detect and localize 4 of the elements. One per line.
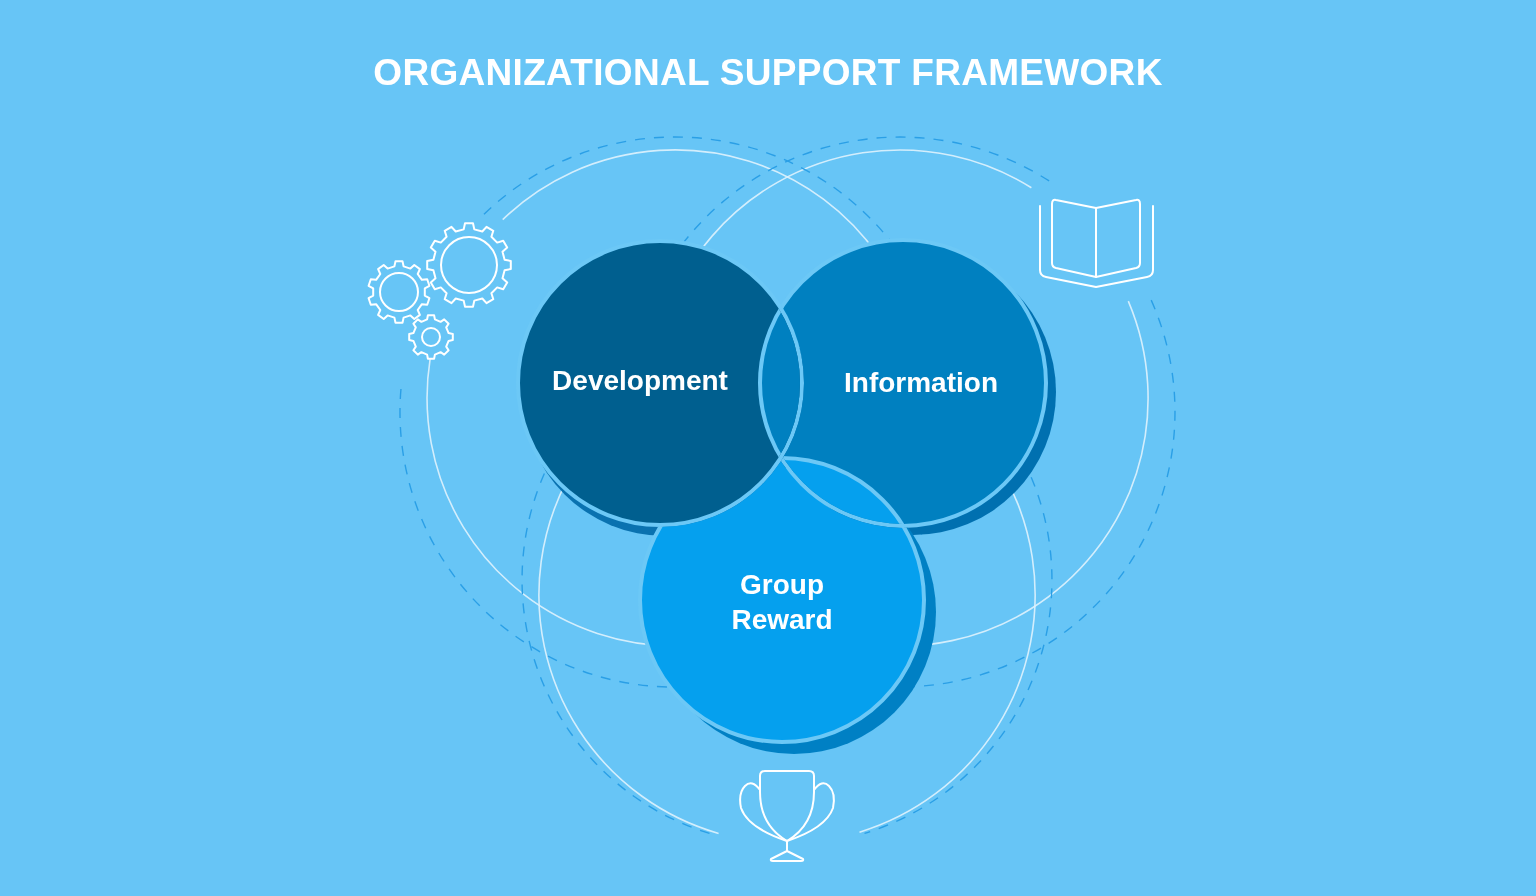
circle-label: Group Reward	[730, 568, 834, 637]
title: ORGANIZATIONAL SUPPORT FRAMEWORK	[373, 51, 1163, 95]
circle-label: Development	[552, 363, 728, 398]
circle-label: Information	[844, 365, 998, 400]
